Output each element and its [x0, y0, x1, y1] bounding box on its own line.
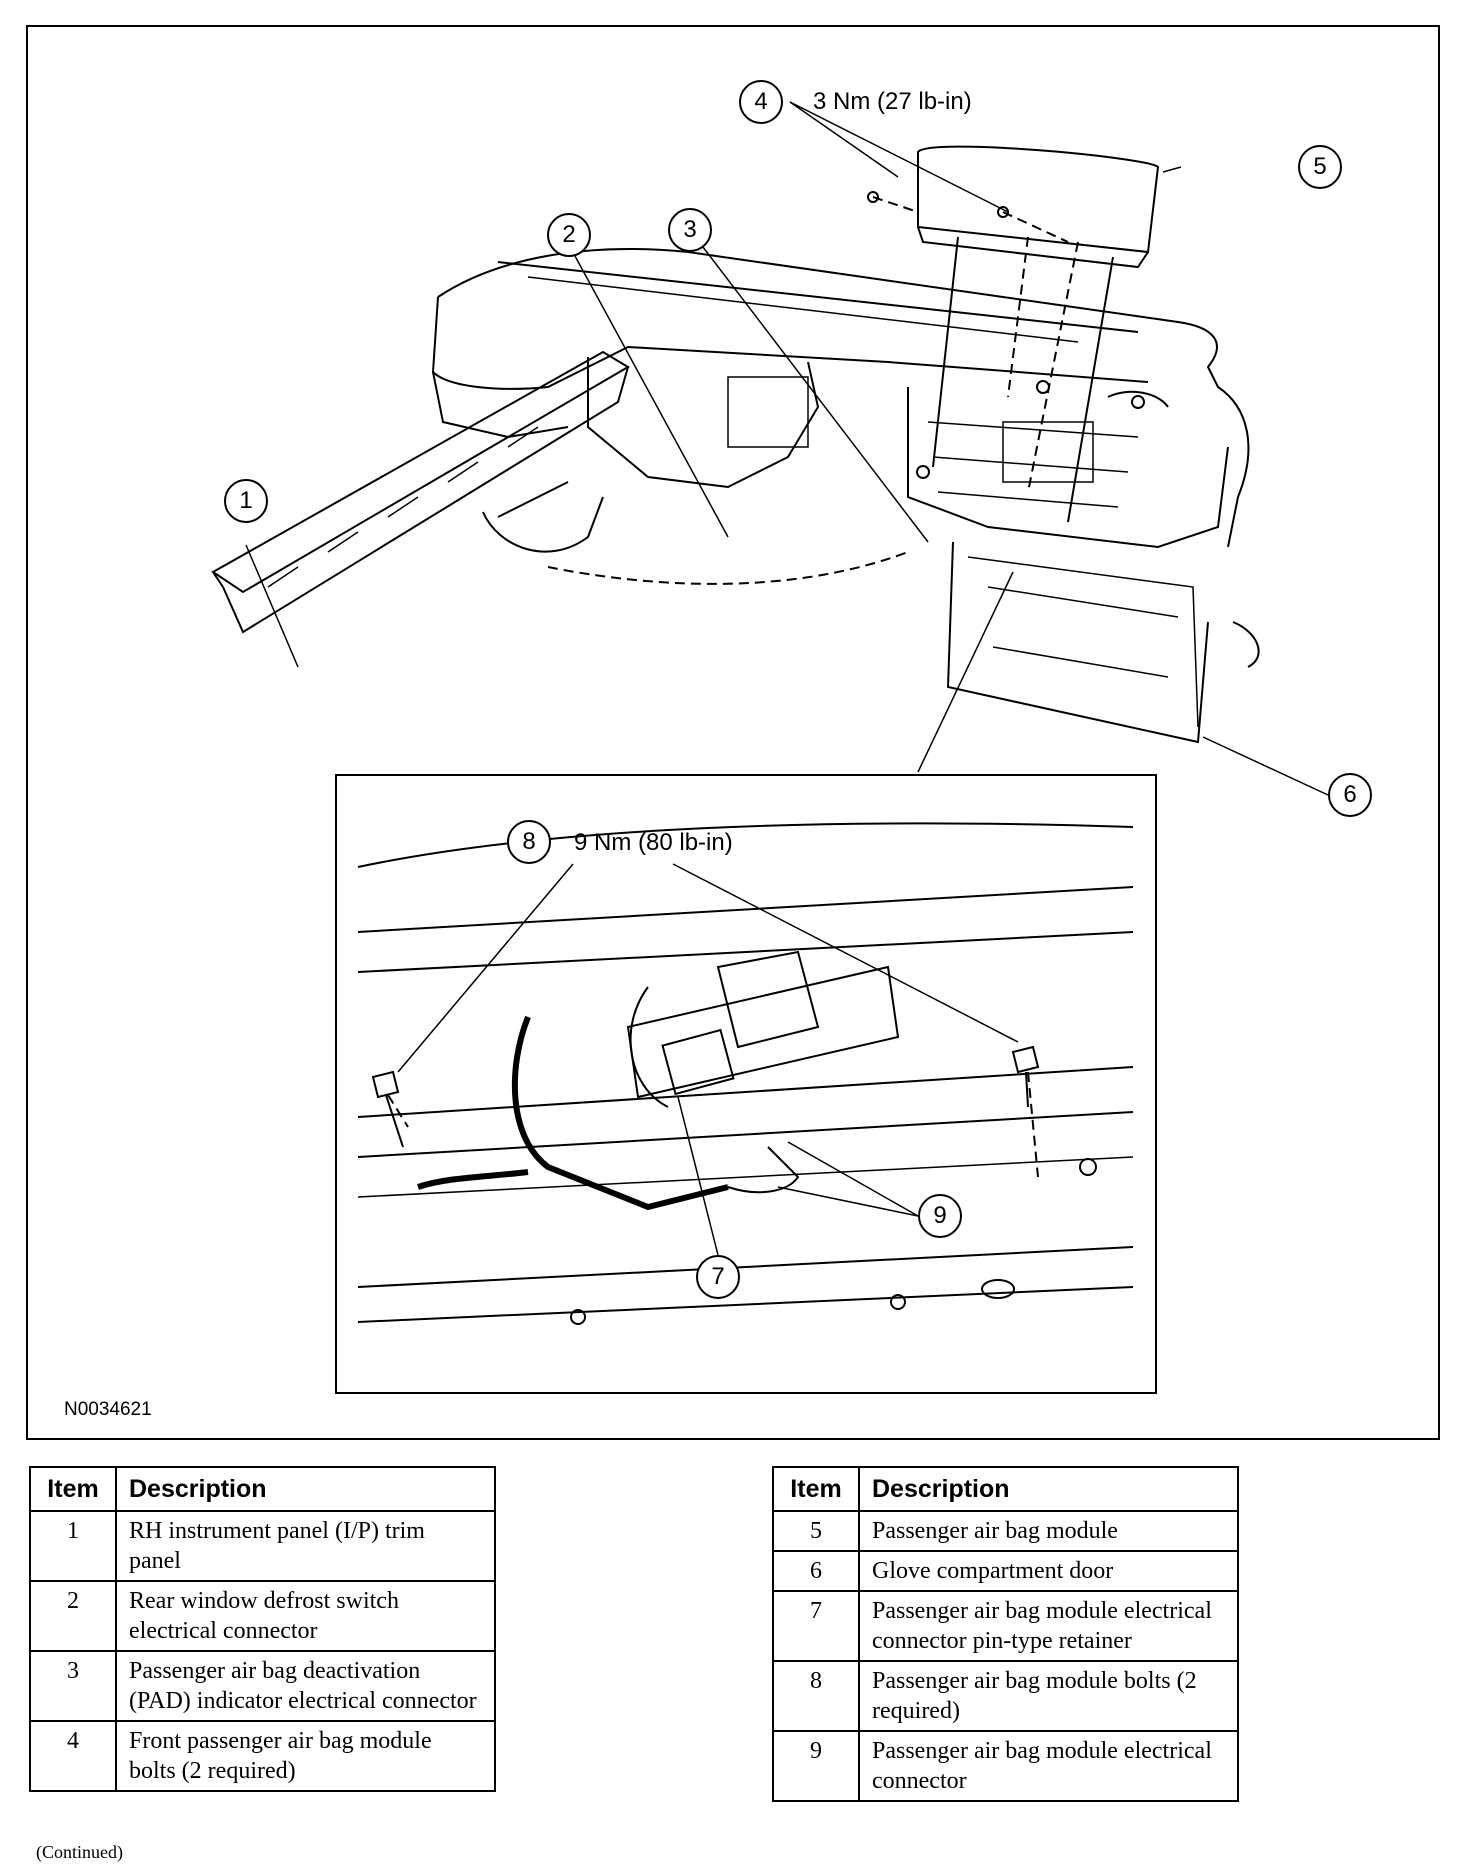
item-description: Glove compartment door [858, 1550, 1239, 1592]
callout-8-torque: 9 Nm (80 lb-in) [574, 829, 733, 856]
item-description: Passenger air bag deactivation (PAD) ind… [115, 1650, 496, 1722]
detail-inset [335, 774, 1157, 1394]
callout-2-bubble: 2 [547, 213, 591, 257]
exploded-view-figure: 1 2 3 4 3 Nm (27 lb-in) 5 6 7 8 9 Nm (80… [26, 25, 1440, 1440]
item-number: 4 [29, 1720, 117, 1792]
continued-note: (Continued) [36, 1842, 123, 1862]
item-description: Rear window defrost switch electrical co… [115, 1580, 496, 1652]
item-header: Item [29, 1466, 117, 1512]
item-number: 3 [29, 1650, 117, 1722]
legend-header-row: Item Description [772, 1466, 1239, 1512]
legend-row: 3 Passenger air bag deactivation (PAD) i… [29, 1650, 496, 1722]
trim-panel-drawing [211, 350, 630, 634]
description-header: Description [115, 1466, 496, 1512]
item-description: RH instrument panel (I/P) trim panel [115, 1510, 496, 1582]
item-description: Passenger air bag module [858, 1510, 1239, 1552]
item-description: Front passenger air bag module bolts (2 … [115, 1720, 496, 1792]
callout-8-bubble: 8 [507, 820, 551, 864]
callout-3-bubble: 3 [668, 208, 712, 252]
item-number: 5 [772, 1510, 860, 1552]
callout-9-bubble: 9 [918, 1194, 962, 1238]
legend-row: 1 RH instrument panel (I/P) trim panel [29, 1510, 496, 1582]
legend-row: 8 Passenger air bag module bolts (2 requ… [772, 1660, 1239, 1732]
legend-table-right: Item Description 5 Passenger air bag mod… [772, 1466, 1239, 1802]
item-header: Item [772, 1466, 860, 1512]
legend-table-left: Item Description 1 RH instrument panel (… [29, 1466, 496, 1792]
item-number: 6 [772, 1550, 860, 1592]
item-number: 1 [29, 1510, 117, 1582]
legend-row: 6 Glove compartment door [772, 1550, 1239, 1592]
item-number: 2 [29, 1580, 117, 1652]
callout-6-bubble: 6 [1328, 773, 1372, 817]
callout-1-bubble: 1 [224, 479, 268, 523]
legend-row: 9 Passenger air bag module electrical co… [772, 1730, 1239, 1802]
item-number: 7 [772, 1590, 860, 1662]
description-header: Description [858, 1466, 1239, 1512]
legend-header-row: Item Description [29, 1466, 496, 1512]
item-number: 9 [772, 1730, 860, 1802]
legend-row: 2 Rear window defrost switch electrical … [29, 1580, 496, 1652]
leader-lines-upper [245, 101, 1329, 796]
leader-lines-inset [397, 863, 1019, 1256]
callout-5-bubble: 5 [1298, 145, 1342, 189]
item-description: Passenger air bag module electrical conn… [858, 1590, 1239, 1662]
callout-4-bubble: 4 [739, 80, 783, 124]
wire-route-line [547, 551, 909, 585]
figure-id: N0034621 [64, 1399, 152, 1420]
legend-row: 5 Passenger air bag module [772, 1510, 1239, 1552]
legend-row: 4 Front passenger air bag module bolts (… [29, 1720, 496, 1792]
legend-row: 7 Passenger air bag module electrical co… [772, 1590, 1239, 1662]
callout-7-bubble: 7 [696, 1255, 740, 1299]
instrument-panel-drawing [431, 248, 1250, 549]
air-bag-module-drawing [867, 145, 1160, 523]
glove-door-drawing [946, 541, 1260, 744]
item-description: Passenger air bag module bolts (2 requir… [858, 1660, 1239, 1732]
item-number: 8 [772, 1660, 860, 1732]
callout-4-torque: 3 Nm (27 lb-in) [813, 88, 972, 115]
line-art [211, 101, 1329, 1394]
item-description: Passenger air bag module electrical conn… [858, 1730, 1239, 1802]
